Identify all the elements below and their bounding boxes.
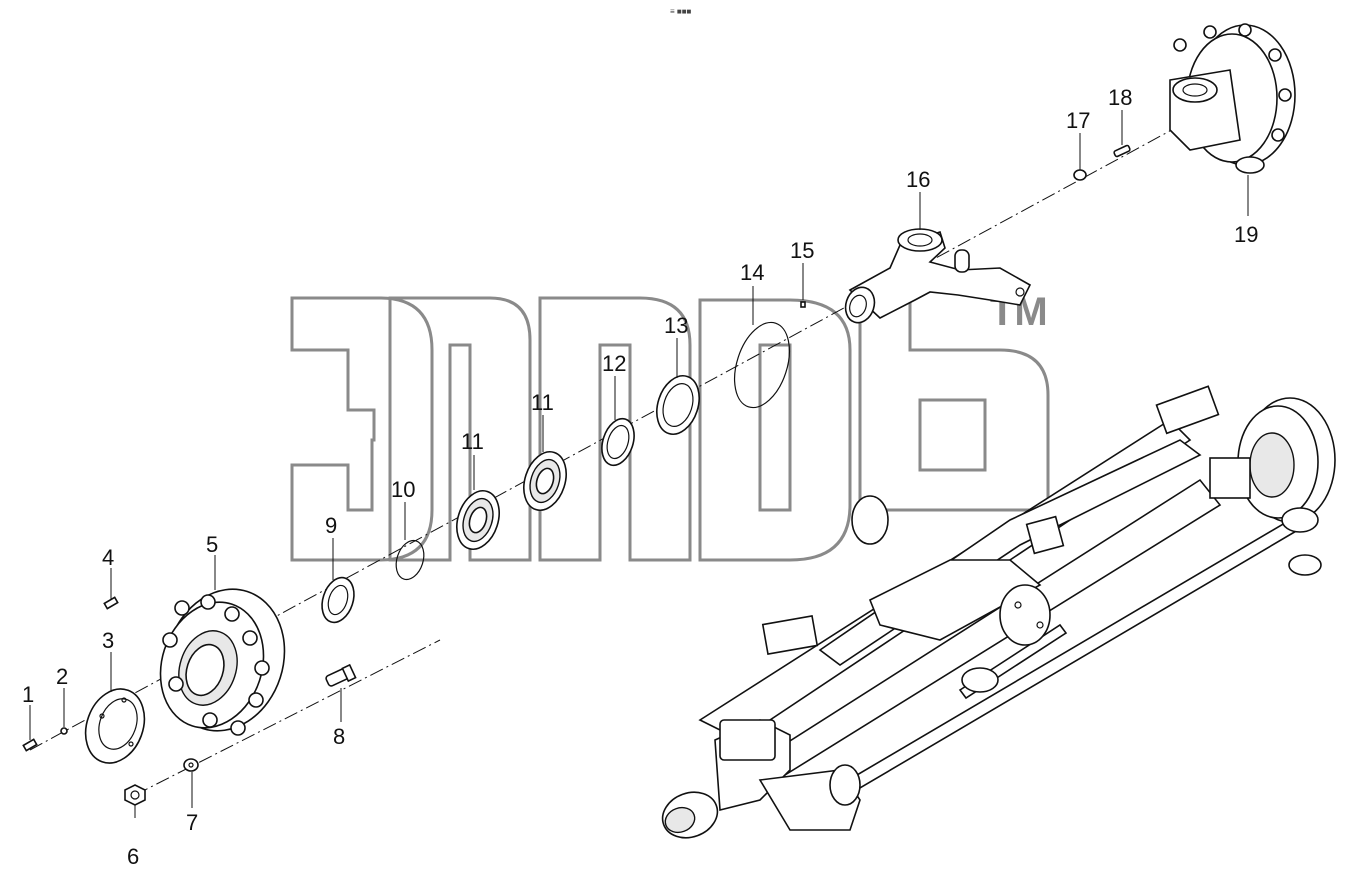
callout-1: 1 [22, 682, 34, 707]
callout-19: 19 [1234, 222, 1258, 247]
callout-11a: 11 [461, 429, 484, 454]
bushing-part-17 [1073, 169, 1087, 181]
callout-6: 6 [127, 844, 139, 869]
steering-knuckle-part-16 [844, 228, 1032, 324]
header-mark: ≡ ■■■ [670, 7, 692, 16]
hub-cap-part-3 [84, 688, 146, 764]
wheel-hub-part-5 [159, 588, 286, 736]
callout-7: 7 [186, 810, 198, 835]
washer-part-2 [60, 727, 68, 735]
callout-11b: 11 [531, 390, 554, 415]
callout-2: 2 [56, 664, 68, 689]
callout-5: 5 [206, 532, 218, 557]
callout-14: 14 [740, 260, 764, 285]
pin-part-15 [800, 301, 806, 308]
callout-16: 16 [906, 167, 930, 192]
axle-housing-part-19 [1169, 23, 1296, 174]
lock-ring-part-10 [395, 539, 425, 581]
callout-10: 10 [391, 477, 415, 502]
leader-lines [29, 110, 1249, 818]
wheel-stud-part-8 [325, 663, 357, 687]
washer-part-7 [183, 758, 199, 772]
callout-9: 9 [325, 513, 337, 538]
nut-part-6 [124, 784, 146, 806]
bearing-part-11b [523, 451, 567, 511]
callout-18: 18 [1108, 85, 1132, 110]
axle-frame-assembly [661, 385, 1336, 839]
seal-part-13 [656, 375, 700, 435]
callout-12: 12 [602, 351, 626, 376]
watermark-logo: TM [290, 290, 1050, 562]
callout-13: 13 [664, 313, 688, 338]
gasket-part-14 [734, 321, 790, 409]
callout-4: 4 [102, 545, 114, 570]
callout-labels: 1 2 3 4 5 6 7 8 9 10 11 11 12 13 14 15 1… [22, 85, 1258, 869]
callout-8: 8 [333, 724, 345, 749]
callout-17: 17 [1066, 108, 1090, 133]
bolt-part-1 [22, 738, 38, 752]
callout-15: 15 [790, 238, 814, 263]
stud-part-4 [103, 596, 119, 610]
pin-part-18 [1113, 144, 1131, 158]
seal-part-12 [601, 417, 635, 467]
seal-part-9 [321, 576, 355, 624]
bearing-part-11a [456, 490, 500, 550]
callout-3: 3 [102, 628, 114, 653]
